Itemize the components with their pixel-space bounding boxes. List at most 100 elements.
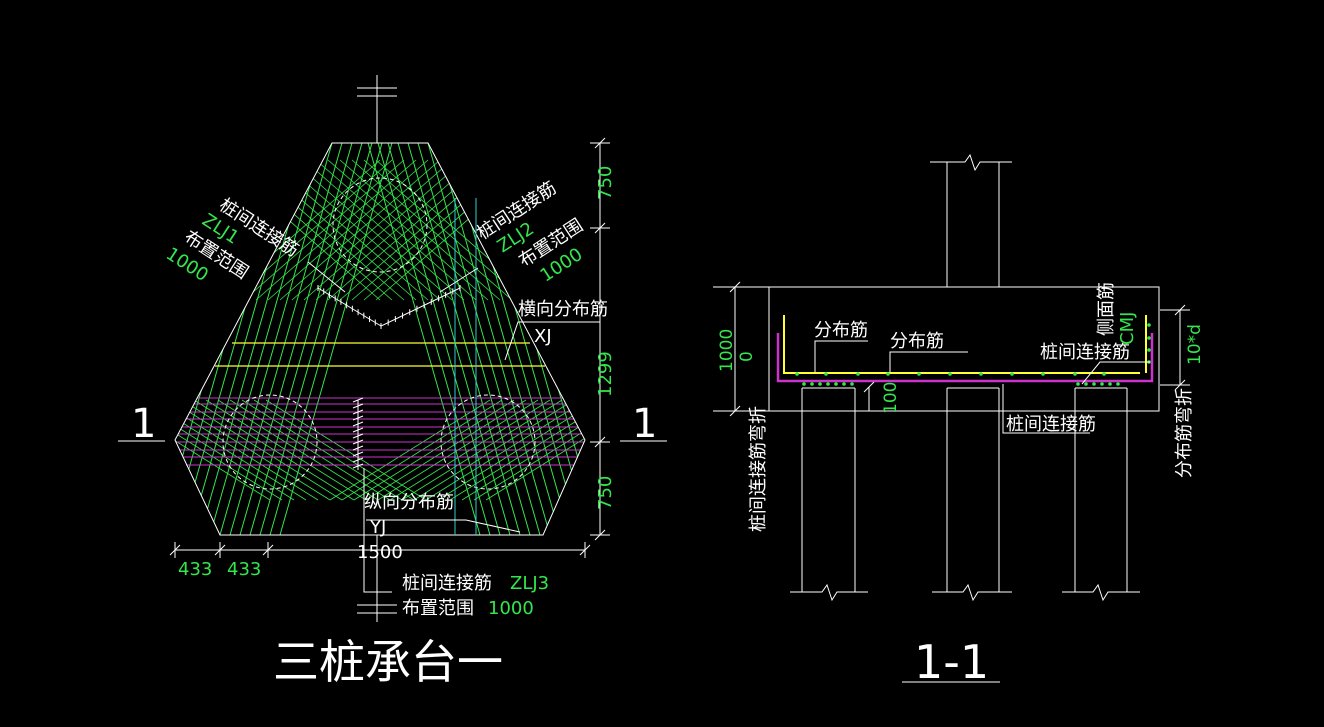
rebar-dots	[795, 323, 1151, 386]
label-yj-code: YJ	[369, 517, 386, 538]
zlj1-rebar-line	[189, 143, 303, 535]
distribution-rebar-dot	[824, 372, 828, 376]
section-mark-left: 1	[131, 401, 156, 447]
label-xj-code: XJ	[534, 326, 552, 347]
yj-rebar-lines	[175, 397, 585, 466]
dim-zero: 0	[737, 351, 757, 362]
zlj1-rebar-line	[269, 143, 383, 535]
distribution-rebar-dot	[1041, 372, 1045, 376]
range-line-zlj1	[317, 287, 382, 327]
label-pile-connection-top: 桩间连接筋	[1040, 342, 1130, 363]
label-pile-connection-bottom: 桩间连接筋	[1006, 414, 1096, 435]
label-zlj3-range: 布置范围	[402, 598, 474, 619]
leader-zlj3	[363, 468, 392, 593]
pile-connection-rebar-dot	[810, 382, 814, 386]
zlj1-rebar-line	[249, 143, 363, 535]
label-distribution-bend: 分布筋弯折	[1174, 388, 1195, 478]
pile-circle-right	[440, 394, 536, 490]
range-line-zlj2	[380, 287, 461, 327]
label-zlj1: 桩间连接筋 ZLJ1 布置范围 1000	[162, 195, 302, 286]
section-title: 1-1	[914, 635, 989, 689]
label-distribution-2: 分布筋	[890, 331, 944, 352]
pile-circle-top	[332, 177, 428, 273]
leader-distribution-2	[889, 351, 968, 372]
distribution-rebar-dot	[979, 372, 983, 376]
distribution-rebar-dot	[917, 372, 921, 376]
pile-connection-rebar-dot	[1092, 382, 1096, 386]
zlj1-rebar-line	[229, 143, 343, 535]
leader-yj	[366, 519, 521, 533]
zlj-cross-line	[243, 159, 405, 301]
pile-connection-rebar-mesh	[175, 143, 585, 535]
plan-view: 1 1 750 1299 750 433	[118, 75, 667, 689]
pile-connection-rebar-dot	[850, 382, 854, 386]
zlj-cross-line	[255, 159, 417, 301]
zlj1-rebar-line	[239, 143, 353, 535]
side-rebar-dot	[1147, 336, 1151, 340]
zlj2-rebar-line	[427, 143, 541, 535]
dim-embed: 100	[881, 382, 901, 414]
dim-left-2: 433	[227, 559, 261, 580]
pile-connection-rebar-dot	[1076, 382, 1080, 386]
pile-connection-rebar-dot	[1100, 382, 1104, 386]
leader-distribution-1	[814, 340, 868, 372]
label-side-code: CMJ	[1117, 312, 1138, 345]
zlj1-rebar-line	[209, 143, 323, 535]
zlj-cross-line	[279, 159, 441, 301]
leader-zlj1	[307, 261, 346, 293]
label-zlj2: 桩间连接筋 ZLJ2 布置范围 1000	[473, 178, 587, 287]
section-mark-right: 1	[632, 401, 657, 447]
dim-bottom: 750	[595, 476, 616, 510]
pile-cap-outline	[174, 142, 586, 536]
pile-connection-rebar-dot	[818, 382, 822, 386]
dim-height: 1000	[717, 329, 737, 372]
dim-width: 1500	[357, 542, 403, 563]
section-piles	[790, 387, 1140, 602]
zlj1-rebar-line	[259, 143, 373, 535]
pile-circle-left	[222, 394, 318, 490]
section-column	[930, 153, 1012, 287]
section-view: 1000 0 100 10*d 分布筋 分布筋 桩间连接筋 桩间连接筋 侧面筋 …	[713, 153, 1205, 689]
label-zlj3-code: ZLJ3	[510, 573, 549, 594]
pile-connection-rebar-dot	[1108, 382, 1112, 386]
dim-top: 750	[595, 166, 616, 200]
zlj2-rebar-line	[397, 143, 511, 535]
pile-connection-rebar-dot	[826, 382, 830, 386]
range-tick-marks	[317, 285, 461, 469]
column-break-symbol	[357, 75, 397, 143]
zlj-band-right	[367, 143, 585, 535]
distribution-rebar-dot	[856, 372, 860, 376]
side-rebar-magenta	[776, 333, 1154, 383]
label-zlj3-name: 桩间连接筋	[402, 573, 492, 594]
dim-bend: 10*d	[1185, 324, 1205, 365]
vertical-dimension	[590, 137, 610, 541]
dim-left-1: 433	[178, 559, 212, 580]
distribution-rebar-dot	[1010, 372, 1014, 376]
section-cap-outline	[768, 286, 1160, 412]
label-yj-name: 纵向分布筋	[364, 492, 454, 513]
zlj-band-left	[175, 143, 393, 535]
distribution-rebar-dot	[795, 372, 799, 376]
leader-zlj2	[439, 267, 479, 293]
zlj1-rebar-line	[219, 143, 333, 535]
leader-xj	[504, 321, 600, 361]
zlj2-rebar-line	[377, 143, 491, 535]
label-distribution-1: 分布筋	[814, 320, 868, 341]
zlj-cross-line	[291, 159, 453, 301]
pile-connection-rebar-dot	[842, 382, 846, 386]
zlj2-rebar-line	[367, 143, 481, 535]
zlj2-rebar-line	[417, 143, 531, 535]
label-xj-name: 横向分布筋	[518, 299, 608, 320]
zlj-cross-line	[267, 159, 429, 301]
distribution-rebar-dot	[886, 372, 890, 376]
leader-pile-connection-bottom	[1002, 384, 1090, 434]
plan-title: 三桩承台一	[273, 635, 503, 689]
side-rebar-dot	[1147, 323, 1151, 327]
distribution-rebar-yellow	[783, 315, 1140, 374]
zlj2-rebar-line	[407, 143, 521, 535]
label-side-rebar: 侧面筋	[1096, 282, 1117, 336]
pile-connection-rebar-dot	[1116, 382, 1120, 386]
dim-middle: 1299	[595, 351, 616, 397]
side-rebar-dot	[1147, 348, 1151, 352]
